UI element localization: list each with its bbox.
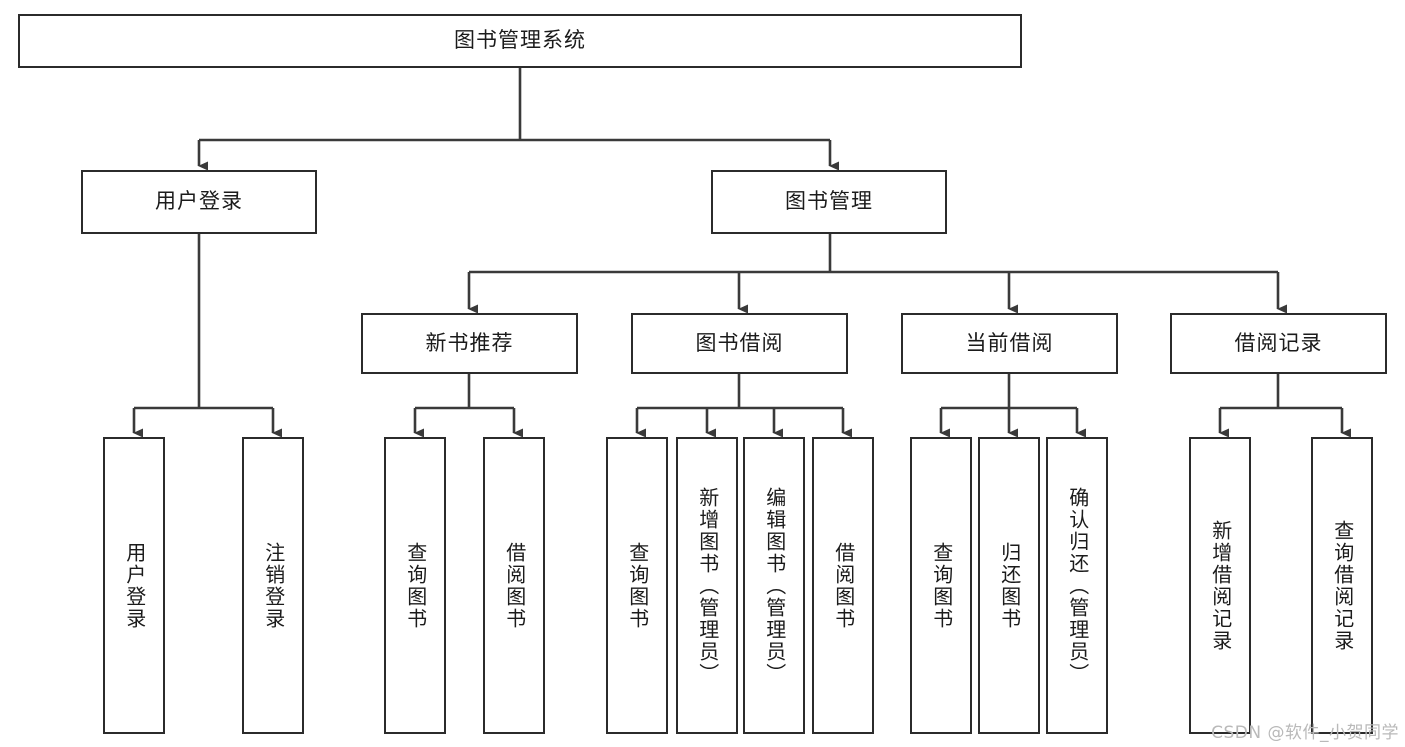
node-leaf-query-book-2[interactable]: 查询图书 xyxy=(606,437,668,734)
node-leaf-add-record[interactable]: 新增借阅记录 xyxy=(1189,437,1251,734)
node-current-borrow[interactable]: 当前借阅 xyxy=(901,313,1118,374)
node-leaf-borrow-book-2[interactable]: 借阅图书 xyxy=(812,437,874,734)
node-user-login[interactable]: 用户登录 xyxy=(81,170,317,234)
node-new-book-recommend[interactable]: 新书推荐 xyxy=(361,313,578,374)
node-leaf-borrow-book-1-label: 借阅图书 xyxy=(502,541,527,630)
node-book-borrow-label: 图书借阅 xyxy=(695,330,784,355)
node-leaf-edit-book[interactable]: 编辑图书（管理员） xyxy=(743,437,805,734)
node-leaf-query-record[interactable]: 查询借阅记录 xyxy=(1311,437,1373,734)
node-root-system[interactable]: 图书管理系统 xyxy=(18,14,1022,68)
node-leaf-query-book-2-label: 查询图书 xyxy=(625,541,650,630)
node-leaf-query-book-1-label: 查询图书 xyxy=(403,541,428,630)
node-leaf-return-book-label: 归还图书 xyxy=(997,541,1022,630)
node-book-management-label: 图书管理 xyxy=(785,189,873,214)
node-leaf-edit-book-label: 编辑图书（管理员） xyxy=(762,486,787,685)
node-borrow-record[interactable]: 借阅记录 xyxy=(1170,313,1387,374)
node-leaf-borrow-book-2-label: 借阅图书 xyxy=(831,541,856,630)
node-leaf-add-book[interactable]: 新增图书（管理员） xyxy=(676,437,738,734)
node-leaf-query-record-label: 查询借阅记录 xyxy=(1330,519,1355,652)
node-borrow-record-label: 借阅记录 xyxy=(1234,330,1323,355)
node-leaf-return-book[interactable]: 归还图书 xyxy=(978,437,1040,734)
csdn-watermark: CSDN @软件_小贺同学 xyxy=(1211,723,1399,743)
node-leaf-query-book-3-label: 查询图书 xyxy=(929,541,954,630)
node-leaf-logout-login-label: 注销登录 xyxy=(261,541,286,630)
node-new-book-recommend-label: 新书推荐 xyxy=(425,330,514,355)
node-leaf-query-book-3[interactable]: 查询图书 xyxy=(910,437,972,734)
node-current-borrow-label: 当前借阅 xyxy=(965,330,1054,355)
node-leaf-query-book-1[interactable]: 查询图书 xyxy=(384,437,446,734)
node-user-login-label: 用户登录 xyxy=(155,189,243,214)
node-leaf-confirm-return[interactable]: 确认归还（管理员） xyxy=(1046,437,1108,734)
node-leaf-user-login[interactable]: 用户登录 xyxy=(103,437,165,734)
node-leaf-confirm-return-label: 确认归还（管理员） xyxy=(1065,486,1090,685)
node-root-label: 图书管理系统 xyxy=(454,28,586,53)
node-leaf-user-login-label: 用户登录 xyxy=(122,541,147,630)
node-book-borrow[interactable]: 图书借阅 xyxy=(631,313,848,374)
node-leaf-add-record-label: 新增借阅记录 xyxy=(1208,519,1233,652)
node-book-management[interactable]: 图书管理 xyxy=(711,170,947,234)
node-leaf-logout-login[interactable]: 注销登录 xyxy=(242,437,304,734)
node-leaf-add-book-label: 新增图书（管理员） xyxy=(695,486,720,685)
node-leaf-borrow-book-1[interactable]: 借阅图书 xyxy=(483,437,545,734)
